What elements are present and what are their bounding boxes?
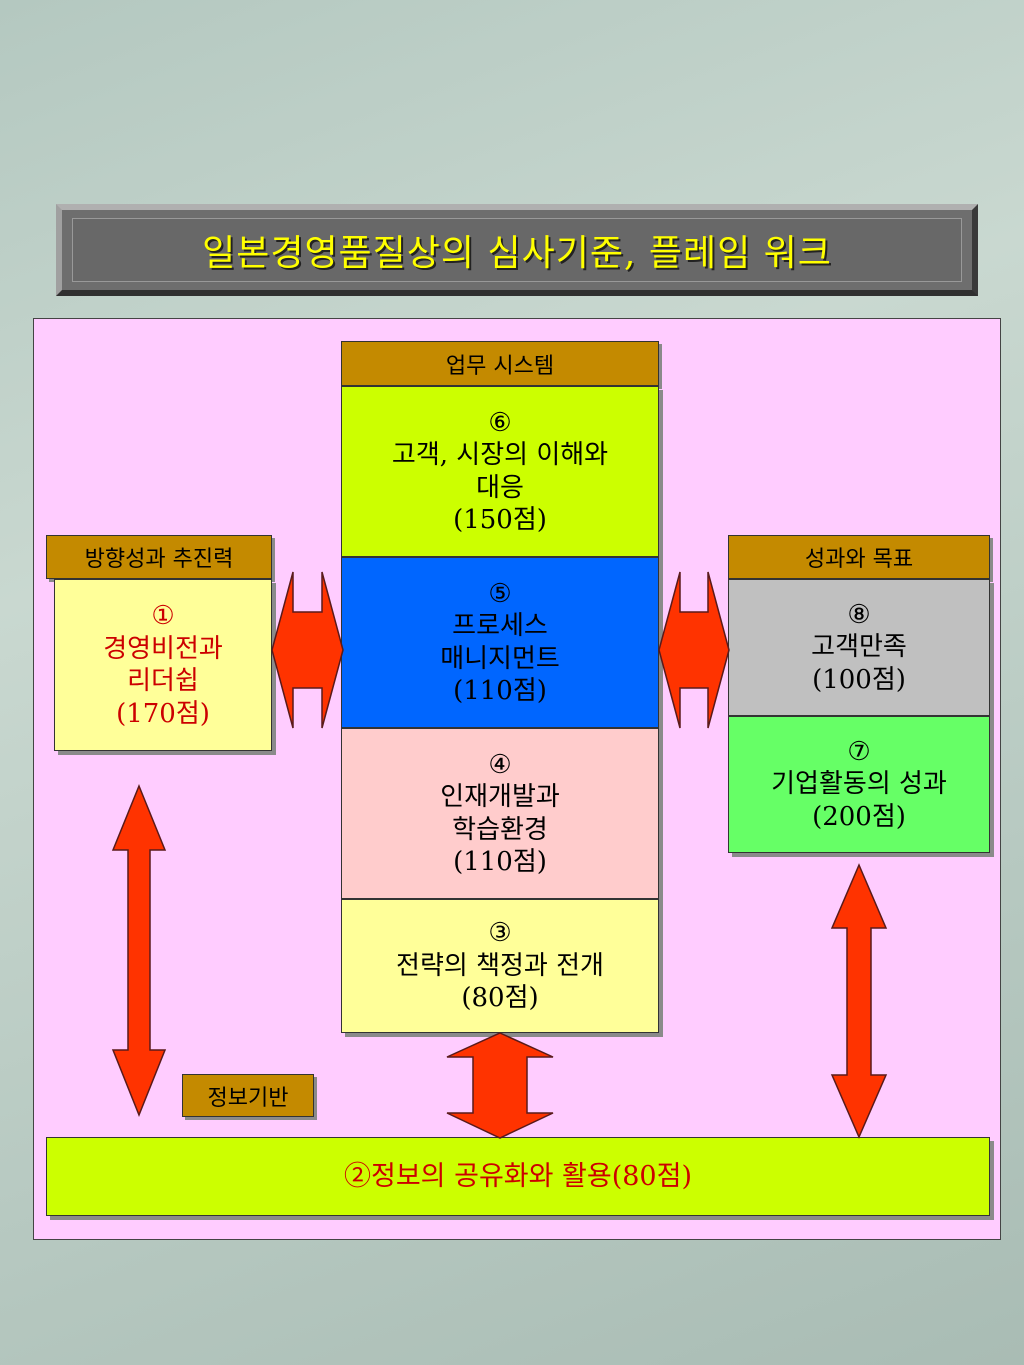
- box-6-number: ⑥: [488, 407, 512, 438]
- box-4-number: ④: [488, 749, 512, 780]
- box-business-results: ⑦ 기업활동의 성과 (200점): [728, 716, 990, 853]
- box-5-score: (110점): [453, 676, 547, 706]
- box-1-number: ①: [151, 601, 175, 631]
- header-business-system: 업무 시스템: [341, 341, 659, 386]
- box-vision-leadership: ① 경영비전과 리더쉽 (170점): [54, 579, 272, 751]
- header-direction: 방향성과 추진력: [46, 535, 272, 579]
- page-title: 일본경영품질상의 심사기준, 플레임 워크: [202, 233, 832, 274]
- box-8-line1: 고객만족: [811, 632, 907, 663]
- header-results-label: 성과와 목표: [804, 547, 914, 572]
- box-7-score: (200점): [812, 801, 906, 832]
- box-1-line1: 경영비전과: [103, 633, 223, 664]
- box-process-management: ⑤ 프로세스 매니지먼트 (110점): [341, 557, 659, 728]
- box-1-line2: 리더쉽: [127, 666, 199, 696]
- box-7-number: ⑦: [847, 736, 871, 767]
- box-4-score: (110점): [453, 847, 547, 877]
- box-6-line2: 대응: [476, 472, 524, 503]
- box-3-number: ③: [488, 918, 512, 949]
- box-6-score: (150점): [453, 505, 547, 535]
- box-4-line1: 인재개발과: [440, 782, 560, 812]
- box-strategy: ③ 전략의 책정과 전개 (80점): [341, 899, 659, 1033]
- title-bar: 일본경영품질상의 심사기준, 플레임 워크: [56, 204, 978, 296]
- box-talent-development: ④ 인재개발과 학습환경 (110점): [341, 728, 659, 899]
- header-info-base-label: 정보기반: [207, 1085, 289, 1111]
- box-8-score: (100점): [812, 664, 906, 695]
- header-info-base: 정보기반: [182, 1074, 314, 1117]
- right-horizontal-double-arrow: [658, 571, 730, 729]
- header-results: 성과와 목표: [728, 535, 990, 579]
- left-vertical-double-arrow: [111, 784, 167, 1118]
- box-6-line1: 고객, 시장의 이해와: [391, 440, 609, 470]
- right-vertical-double-arrow: [830, 863, 888, 1139]
- box-3-line1: 전략의 책정과 전개: [396, 950, 604, 981]
- box-5-line2: 매니지먼트: [440, 643, 560, 674]
- left-horizontal-double-arrow: [271, 571, 344, 729]
- box-5-number: ⑤: [488, 578, 512, 609]
- box-information-sharing: ②정보의 공유화와 활용(80점): [46, 1137, 990, 1216]
- box-2-text: ②정보의 공유화와 활용(80점): [344, 1160, 692, 1192]
- box-5-line1: 프로세스: [452, 611, 548, 641]
- box-1-score: (170점): [116, 698, 210, 729]
- header-business-system-label: 업무 시스템: [445, 353, 555, 379]
- box-8-number: ⑧: [847, 599, 871, 630]
- box-3-score: (80점): [461, 983, 539, 1014]
- box-customer-market: ⑥ 고객, 시장의 이해와 대응 (150점): [341, 386, 659, 557]
- box-7-line1: 기업활동의 성과: [771, 769, 947, 800]
- title-inner: 일본경영품질상의 심사기준, 플레임 워크: [72, 218, 962, 282]
- box-4-line2: 학습환경: [452, 814, 548, 845]
- header-direction-label: 방향성과 추진력: [84, 547, 234, 572]
- box-customer-satisfaction: ⑧ 고객만족 (100점): [728, 579, 990, 716]
- center-vertical-double-arrow: [446, 1032, 554, 1139]
